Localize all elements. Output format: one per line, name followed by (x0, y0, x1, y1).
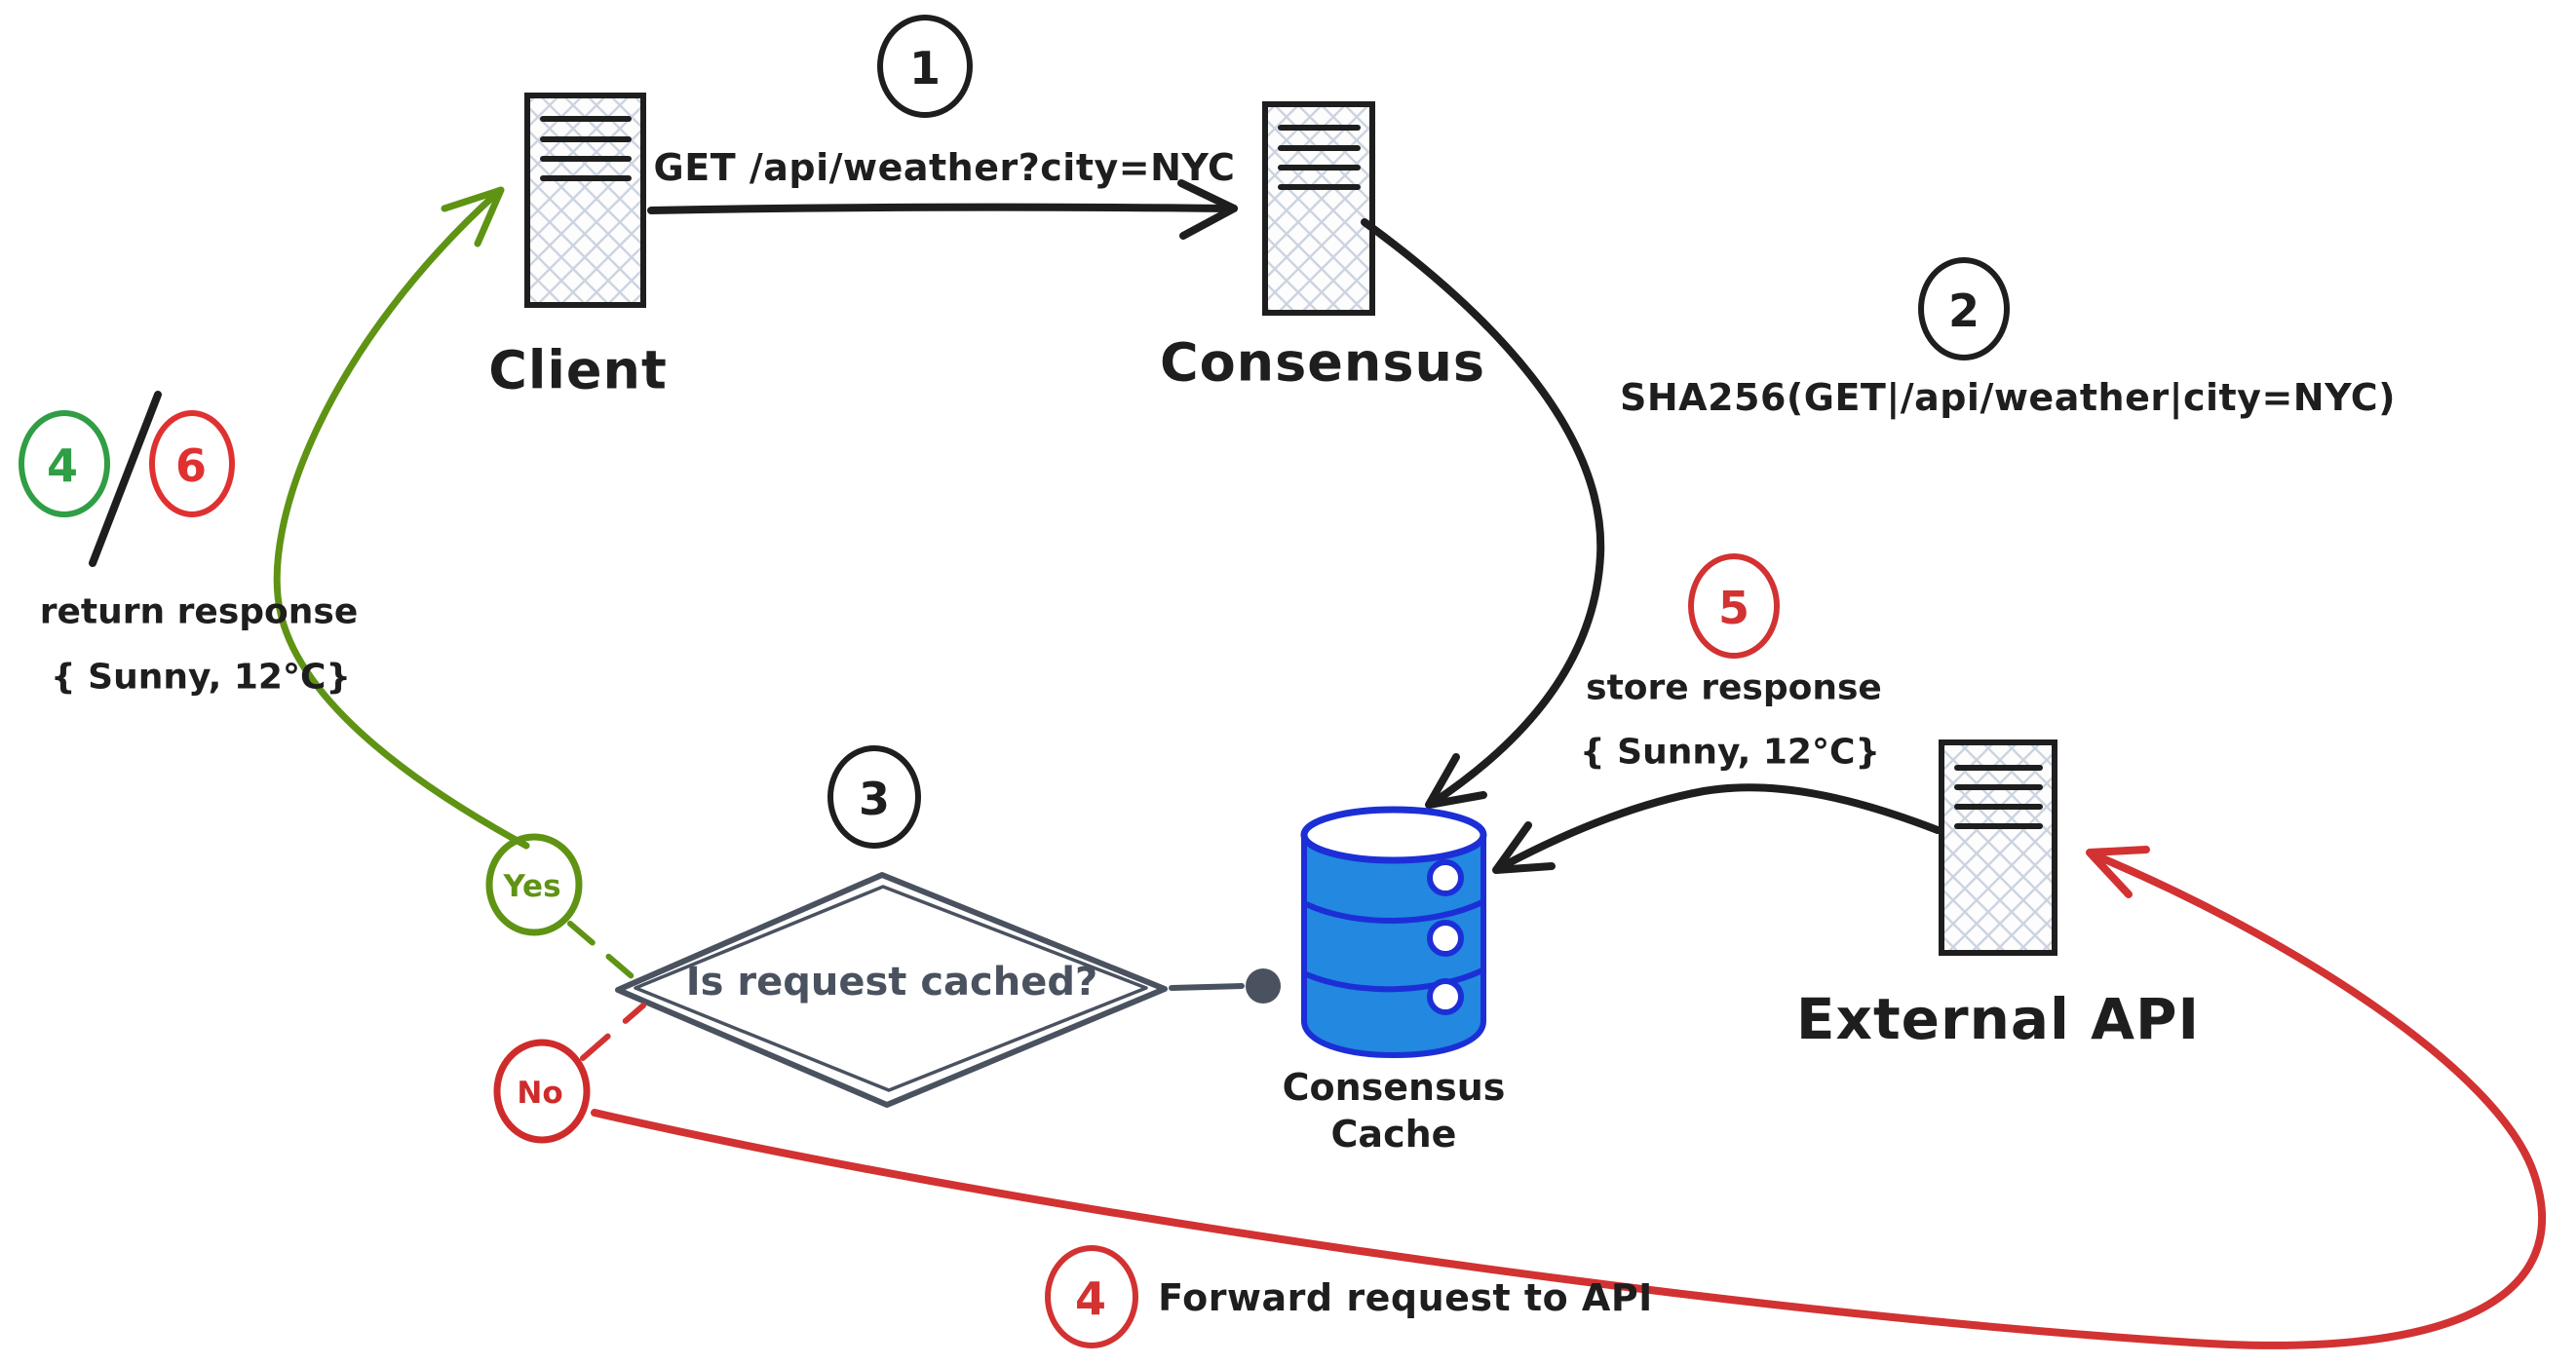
badge-separator-slash (89, 391, 162, 567)
decision-diamond: Is request cached? (615, 872, 1168, 1108)
yes-dashed-link (567, 921, 634, 979)
request-arrow-label: GET /api/weather?city=NYC (654, 146, 1236, 189)
cache-port-2 (1427, 920, 1464, 957)
step-3-badge: 3 (827, 745, 921, 849)
step-4-return-badge: 4 (19, 410, 110, 517)
external-api-node: External API (1796, 739, 2200, 1052)
external-api-server-slots (1954, 765, 2043, 829)
step-2-badge: 2 (1918, 257, 2010, 360)
store-response-label-line2: { Sunny, 12°C} (1580, 733, 1880, 773)
connector-dot (1246, 968, 1281, 1004)
consensus-server-node: Consensus (1160, 101, 1485, 394)
decision-question: Is request cached? (686, 960, 1097, 1005)
client-server-icon (524, 93, 646, 308)
client-server-slots (540, 116, 632, 181)
external-api-server-icon (1939, 739, 2057, 956)
cache-label-line2: Cache (1331, 1113, 1457, 1156)
step-6-return-badge: 6 (149, 410, 235, 517)
hash-arrow (1361, 218, 1605, 809)
yes-label: Yes (502, 869, 560, 904)
client-label: Client (488, 340, 668, 401)
hash-arrow-label: SHA256(GET|/api/weather|city=NYC) (1620, 376, 2396, 420)
step-1-number: 1 (909, 42, 941, 95)
return-response-arrow (273, 186, 530, 850)
cache-band-divider-1 (1304, 899, 1484, 924)
consensus-server-slots (1278, 125, 1361, 190)
cache-port-3 (1427, 978, 1464, 1015)
external-api-label: External API (1796, 986, 2200, 1052)
yes-circle (485, 833, 583, 936)
cache-port-1 (1427, 859, 1464, 896)
step-1-badge: 1 (877, 15, 973, 118)
cache-label-line1: Consensus (1283, 1066, 1506, 1109)
forward-request-label: Forward request to API (1158, 1276, 1653, 1319)
step-4-forward-badge: 4 (1045, 1245, 1138, 1348)
step-6-return-number: 6 (175, 439, 207, 492)
yes-branch: Yes (273, 186, 634, 979)
diamond-cache-connector (1169, 968, 1281, 1004)
step-4-forward-number: 4 (1075, 1272, 1106, 1325)
no-branch: No (493, 846, 2547, 1349)
consensus-label: Consensus (1160, 332, 1485, 394)
step-3-number: 3 (859, 773, 890, 825)
store-response-label-line1: store response (1586, 668, 1882, 708)
consensus-server-icon (1262, 101, 1375, 316)
cache-barrel-top (1300, 806, 1487, 864)
no-label: No (517, 1076, 562, 1111)
request-arrow (647, 179, 1238, 240)
return-response-label-line2: { Sunny, 12°C} (51, 658, 351, 698)
step-5-number: 5 (1718, 582, 1749, 634)
step-5-badge: 5 (1688, 553, 1780, 659)
consensus-cache-node: Consensus Cache (1283, 806, 1506, 1156)
no-dashed-link (580, 1003, 646, 1061)
cache-band-divider-2 (1304, 967, 1484, 993)
client-server-node: Client (488, 93, 668, 401)
store-response-arrow (1492, 783, 1942, 874)
forward-request-arrow (591, 846, 2547, 1349)
return-response-label-line1: return response (40, 592, 359, 632)
step-4-return-number: 4 (47, 439, 78, 492)
step-2-number: 2 (1948, 284, 1980, 337)
no-circle (493, 1039, 591, 1144)
